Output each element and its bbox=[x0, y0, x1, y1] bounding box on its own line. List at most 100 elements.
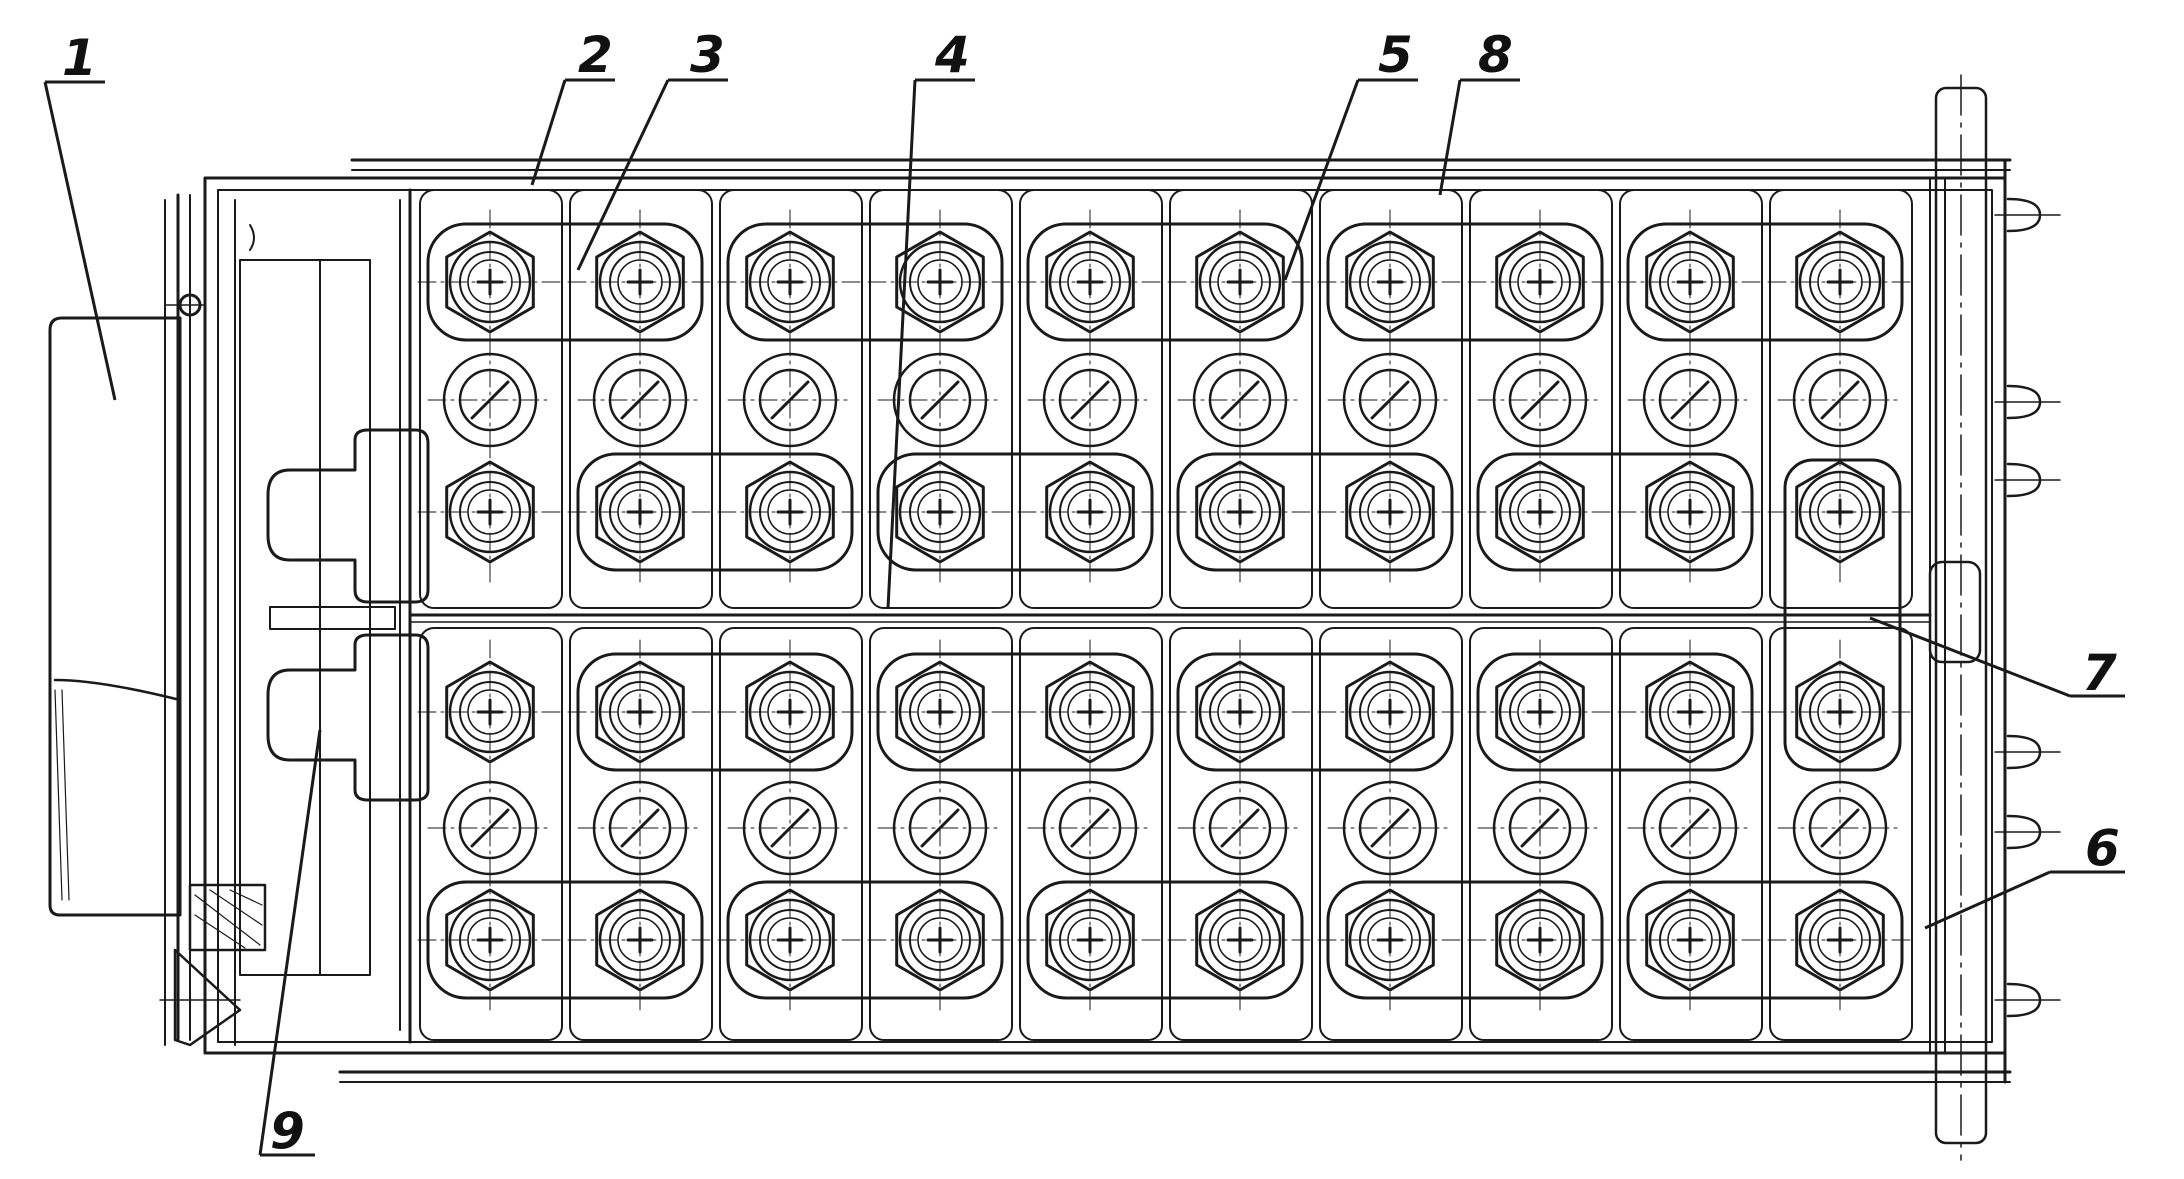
terminal-nut bbox=[1767, 439, 1913, 585]
terminal-nuts bbox=[417, 209, 1913, 1013]
rod-clamp bbox=[1928, 560, 1982, 664]
side-bolt bbox=[1994, 982, 2061, 1018]
terminal-nut bbox=[1317, 439, 1463, 585]
vent-plug bbox=[877, 765, 1003, 891]
cell-bottom bbox=[1169, 627, 1313, 1041]
seal-hatching bbox=[54, 689, 267, 1047]
vent-plug bbox=[1777, 765, 1903, 891]
cell-bottom bbox=[1619, 627, 1763, 1041]
terminal-nut bbox=[417, 639, 563, 785]
terminal-nut bbox=[867, 639, 1013, 785]
terminal-nut bbox=[1017, 867, 1163, 1013]
vent-plug bbox=[577, 337, 703, 463]
side-bolts bbox=[1928, 197, 2061, 1018]
cell-top bbox=[569, 189, 713, 609]
cell-bottom bbox=[1319, 627, 1463, 1041]
terminal-nut bbox=[717, 209, 863, 355]
terminal-nut bbox=[717, 639, 863, 785]
callout-7: 7 bbox=[2082, 644, 2117, 702]
terminal-nut bbox=[1017, 209, 1163, 355]
terminal-nut bbox=[567, 639, 713, 785]
cell-top bbox=[1619, 189, 1763, 609]
terminal-nut bbox=[1467, 439, 1613, 585]
vent-plugs bbox=[427, 337, 1903, 891]
terminal-nut bbox=[1317, 209, 1463, 355]
vent-plug bbox=[1327, 337, 1453, 463]
terminal-nut bbox=[1617, 209, 1763, 355]
cell-top bbox=[419, 189, 563, 609]
cell-bottom bbox=[419, 627, 563, 1041]
terminal-nut bbox=[1017, 439, 1163, 585]
cell-bottom bbox=[1019, 627, 1163, 1041]
end-cover bbox=[48, 188, 412, 1046]
terminal-nut bbox=[1767, 209, 1913, 355]
cell-top bbox=[1019, 189, 1163, 609]
cell-bottom bbox=[569, 627, 713, 1041]
terminal-nut bbox=[1317, 867, 1463, 1013]
vent-plug bbox=[1777, 337, 1903, 463]
long-link bbox=[1783, 458, 1902, 772]
terminal-nut bbox=[1617, 639, 1763, 785]
side-bolt bbox=[1994, 197, 2061, 233]
cell-bottom bbox=[719, 627, 863, 1041]
cell-top bbox=[869, 189, 1013, 609]
cell-top bbox=[1169, 189, 1313, 609]
terminal-nut bbox=[1167, 867, 1313, 1013]
vent-plug bbox=[1477, 765, 1603, 891]
terminal-nut bbox=[1317, 639, 1463, 785]
callout-5: 5 bbox=[1378, 26, 1413, 84]
vent-plug bbox=[577, 765, 703, 891]
cell-bottom bbox=[1469, 627, 1613, 1041]
vent-plug bbox=[427, 337, 553, 463]
vent-plug bbox=[1027, 337, 1153, 463]
terminal-plug-top bbox=[266, 428, 430, 604]
vent-plug bbox=[727, 765, 853, 891]
callout-8: 8 bbox=[1478, 26, 1513, 84]
terminal-plug-bottom bbox=[266, 633, 430, 802]
callout-6: 6 bbox=[2085, 819, 2120, 877]
tie-rod bbox=[1934, 74, 1988, 1161]
vent-plug bbox=[1327, 765, 1453, 891]
vent-plug bbox=[1627, 337, 1753, 463]
terminal-nut bbox=[1017, 639, 1163, 785]
cell-top bbox=[1469, 189, 1613, 609]
terminal-nut bbox=[867, 867, 1013, 1013]
side-bolt bbox=[1994, 734, 2061, 770]
cell-bottom bbox=[869, 627, 1013, 1041]
cell-top bbox=[1319, 189, 1463, 609]
callout-1: 1 bbox=[62, 29, 97, 87]
terminal-nut bbox=[1617, 439, 1763, 585]
callout-4: 4 bbox=[934, 26, 970, 84]
callout-3: 3 bbox=[690, 26, 725, 84]
terminal-nut bbox=[1167, 639, 1313, 785]
terminal-nut bbox=[567, 209, 713, 355]
vent-plug bbox=[727, 337, 853, 463]
terminal-nut bbox=[567, 867, 713, 1013]
leader-lines bbox=[43, 78, 2125, 1157]
callout-9: 9 bbox=[270, 1102, 305, 1160]
side-bolt bbox=[1994, 384, 2061, 420]
cell-top bbox=[1769, 189, 1913, 609]
side-bolt bbox=[1994, 814, 2061, 850]
cell-array bbox=[419, 189, 1913, 1041]
side-bolt bbox=[1994, 462, 2061, 498]
terminal-nut bbox=[867, 209, 1013, 355]
terminal-nut bbox=[1467, 867, 1613, 1013]
terminal-nut bbox=[717, 867, 863, 1013]
terminal-nut bbox=[567, 439, 713, 585]
terminal-nut bbox=[1467, 209, 1613, 355]
vent-plug bbox=[1177, 765, 1303, 891]
callout-2: 2 bbox=[578, 26, 613, 84]
vent-plug bbox=[427, 765, 553, 891]
terminal-nut bbox=[1767, 639, 1913, 785]
cell-top bbox=[719, 189, 863, 609]
terminal-nut bbox=[1467, 639, 1613, 785]
terminal-nut bbox=[417, 867, 563, 1013]
terminal-nut bbox=[1167, 439, 1313, 585]
terminal-nut bbox=[867, 439, 1013, 585]
terminal-nut bbox=[417, 439, 563, 585]
connector-links bbox=[426, 222, 1904, 1000]
terminal-nut bbox=[717, 439, 863, 585]
